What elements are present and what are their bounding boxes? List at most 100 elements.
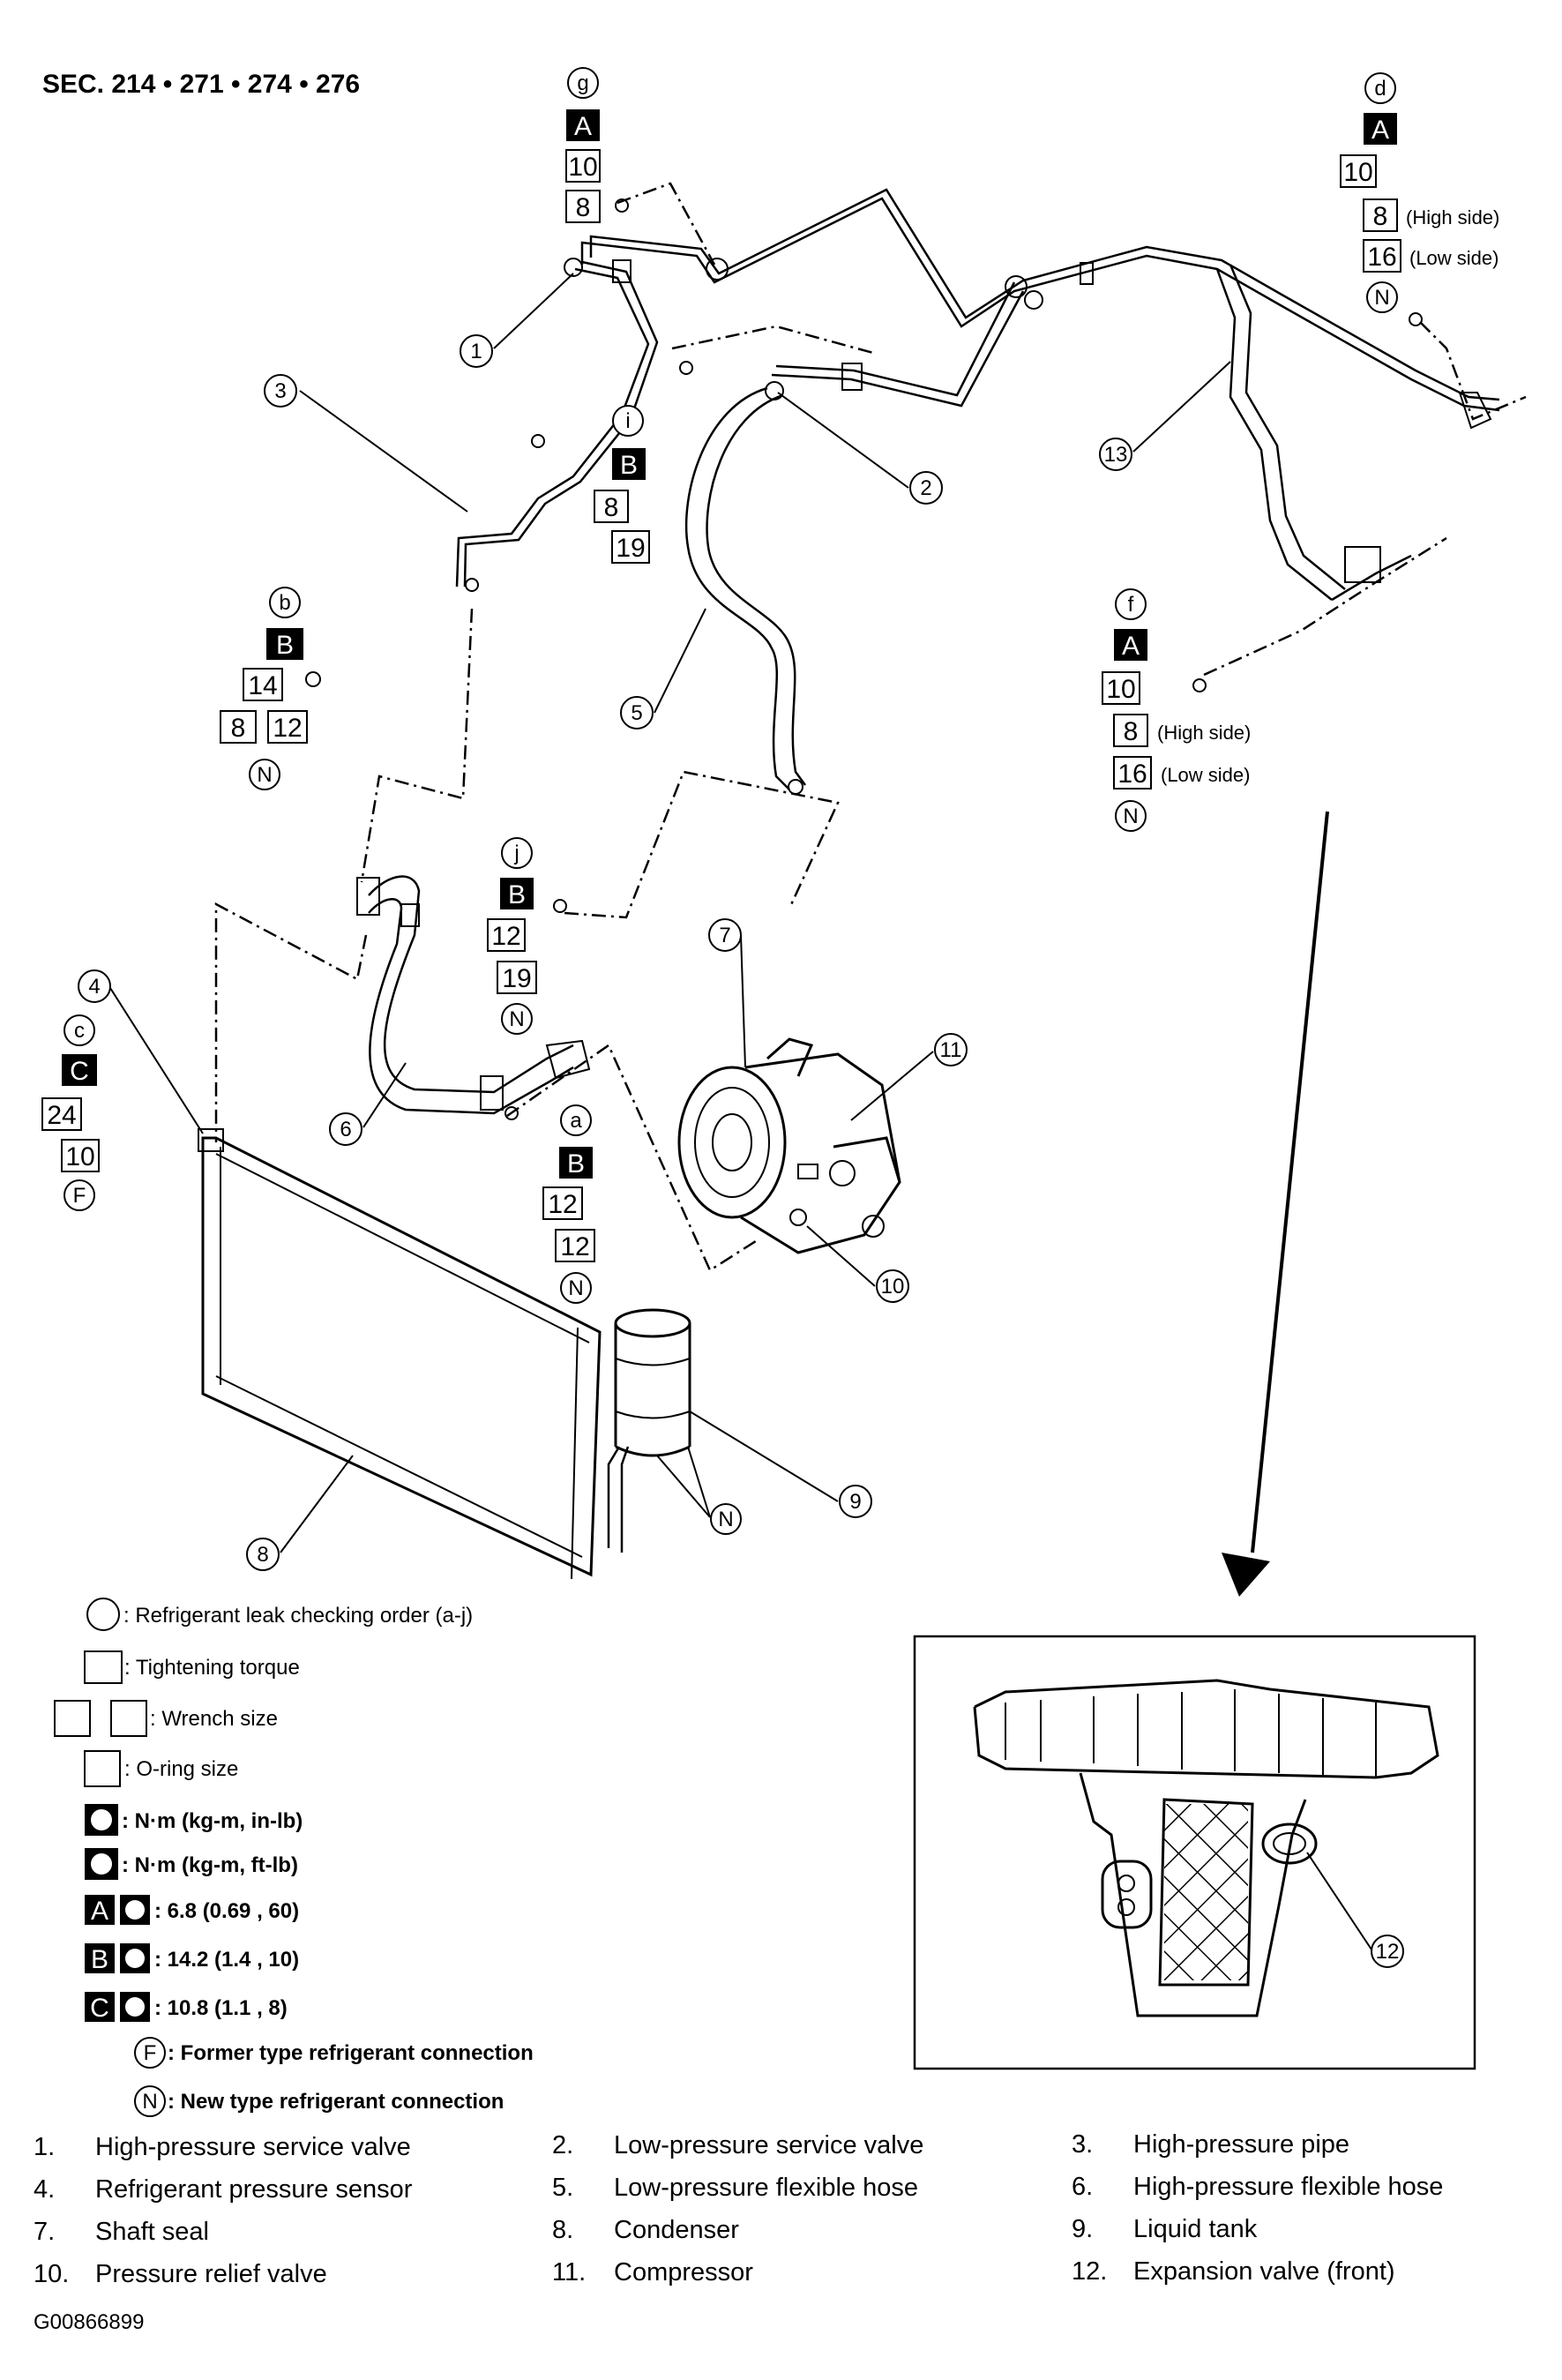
svg-text:High-pressure pipe: High-pressure pipe (1133, 2130, 1349, 2159)
svg-text:1.: 1. (34, 2133, 55, 2161)
svg-text:N: N (257, 763, 272, 787)
svg-text:: Tightening torque: : Tightening torque (124, 1656, 300, 1680)
marker-1: 1 (460, 273, 574, 368)
marker-9: 9 (689, 1411, 872, 1518)
callout-f: f A 10 8 (High side) 16 (Low side) N (1102, 588, 1251, 832)
svg-text:6.: 6. (1072, 2173, 1093, 2201)
svg-text:Liquid tank: Liquid tank (1133, 2215, 1258, 2243)
svg-text:8: 8 (1373, 202, 1388, 231)
svg-text:12: 12 (1376, 1940, 1400, 1964)
marker-8: 8 (246, 1455, 354, 1571)
svg-text:B: B (508, 880, 526, 909)
svg-text:8: 8 (231, 714, 246, 743)
svg-text:A: A (91, 1897, 108, 1926)
bolts (305, 198, 1423, 1120)
svg-text:1: 1 (470, 340, 482, 363)
svg-text:7: 7 (719, 924, 730, 947)
svg-text:: O-ring size: : O-ring size (124, 1757, 238, 1781)
marker-11: 11 (850, 1033, 968, 1121)
svg-text:19: 19 (616, 534, 645, 563)
legend-grade-b: B : 14.2 (1.4 , 10) (85, 1943, 299, 1974)
svg-text:(High side): (High side) (1406, 206, 1499, 228)
svg-text:F: F (144, 2041, 157, 2065)
callout-b: b B 14 8 12 N (220, 587, 308, 790)
svg-text:(High side): (High side) (1157, 722, 1251, 744)
svg-text:: 14.2 (1.4 , 10): : 14.2 (1.4 , 10) (154, 1948, 299, 1972)
marker-10: 10 (806, 1225, 909, 1303)
marker-13: 13 (1099, 361, 1231, 471)
svg-text:N: N (509, 1007, 524, 1031)
svg-text:16: 16 (1117, 760, 1147, 789)
svg-text:N: N (1123, 805, 1138, 828)
svg-text:3.: 3. (1072, 2130, 1093, 2159)
svg-text:: N·m (kg-m, ft-lb): : N·m (kg-m, ft-lb) (122, 1853, 298, 1877)
callout-d: d A 10 8 (High side) 16 (Low side) N (1340, 72, 1499, 313)
svg-text:i: i (625, 409, 630, 433)
legend-leak-order: : Refrigerant leak checking order (a-j) (86, 1598, 473, 1631)
svg-text:a: a (570, 1109, 582, 1133)
svg-text:: 10.8 (1.1 , 8): : 10.8 (1.1 , 8) (154, 1996, 288, 2020)
svg-text:8.: 8. (552, 2216, 573, 2244)
part-markers: 1 2 3 4 5 6 7 8 9 10 11 13 (78, 273, 1231, 1571)
svg-text:2.: 2. (552, 2131, 573, 2159)
svg-text:16: 16 (1367, 243, 1396, 272)
svg-text:12: 12 (548, 1190, 577, 1219)
legend-wrench: : Wrench size (54, 1700, 278, 1737)
svg-text:8: 8 (604, 493, 619, 522)
piping-drawing (356, 188, 1500, 1553)
svg-text:N: N (1374, 286, 1389, 310)
svg-text:B: B (567, 1149, 585, 1179)
svg-text:C: C (70, 1057, 89, 1086)
svg-text:12: 12 (273, 714, 302, 743)
svg-text:: 6.8 (0.69 , 60): : 6.8 (0.69 , 60) (154, 1899, 299, 1923)
svg-text:High-pressure flexible hose: High-pressure flexible hose (1133, 2173, 1443, 2201)
svg-text:3: 3 (274, 379, 286, 403)
svg-text:11.: 11. (552, 2258, 586, 2286)
svg-text:7.: 7. (34, 2218, 55, 2246)
expansion-valve-inset: 12 (913, 1635, 1476, 2070)
svg-text:B: B (276, 631, 294, 660)
svg-text:: New type refrigerant connect: : New type refrigerant connection (168, 2090, 504, 2114)
svg-text:5.: 5. (552, 2174, 573, 2202)
svg-text:(Low side): (Low side) (1161, 764, 1250, 786)
svg-text:Low-pressure service valve: Low-pressure service valve (614, 2131, 923, 2159)
callout-g: g A 10 8 (565, 67, 601, 223)
marker-5: 5 (620, 608, 706, 730)
legend-nm-ftlb: : N·m (kg-m, ft-lb) (85, 1848, 298, 1880)
svg-text:10: 10 (568, 153, 597, 182)
svg-text:12: 12 (491, 922, 520, 951)
svg-text:5: 5 (631, 701, 642, 725)
svg-text:9: 9 (849, 1490, 861, 1514)
svg-text:11: 11 (940, 1038, 962, 1062)
svg-text:A: A (1122, 632, 1140, 661)
figure-id: G00866899 (34, 2310, 144, 2334)
callout-a: a B 12 12 N (542, 1104, 595, 1304)
legend-nm-inlb: : N·m (kg-m, in-lb) (85, 1804, 303, 1836)
svg-text:8: 8 (1124, 717, 1139, 746)
legend-former-type: F: Former type refrigerant connection (134, 2037, 534, 2069)
svg-text:Shaft seal: Shaft seal (95, 2218, 209, 2246)
svg-text:(Low side): (Low side) (1409, 247, 1498, 269)
callout-i: i B 8 19 (594, 405, 650, 564)
svg-text:Refrigerant pressure sensor: Refrigerant pressure sensor (95, 2175, 413, 2204)
svg-text:F: F (73, 1184, 86, 1208)
marker-7: 7 (708, 918, 746, 1068)
svg-text:N: N (718, 1508, 733, 1531)
svg-text:A: A (1371, 116, 1389, 145)
svg-text:A: A (574, 112, 592, 141)
compressor (677, 1037, 901, 1254)
parts-list: 1.High-pressure service valve 2.Low-pres… (34, 2130, 1443, 2288)
callout-j: j B 12 19 N (487, 837, 537, 1035)
legend-torque: : Tightening torque (84, 1650, 300, 1684)
svg-text:f: f (1128, 593, 1134, 617)
svg-text:d: d (1374, 77, 1386, 101)
svg-text:12: 12 (560, 1232, 589, 1261)
svg-text:: Wrench size: : Wrench size (150, 1707, 278, 1731)
legend-oring: : O-ring size (84, 1750, 238, 1787)
svg-text:12.: 12. (1072, 2257, 1107, 2286)
svg-text:19: 19 (502, 964, 531, 993)
svg-text:10: 10 (65, 1142, 94, 1171)
svg-text:B: B (91, 1945, 108, 1974)
svg-text:10: 10 (1343, 158, 1372, 187)
